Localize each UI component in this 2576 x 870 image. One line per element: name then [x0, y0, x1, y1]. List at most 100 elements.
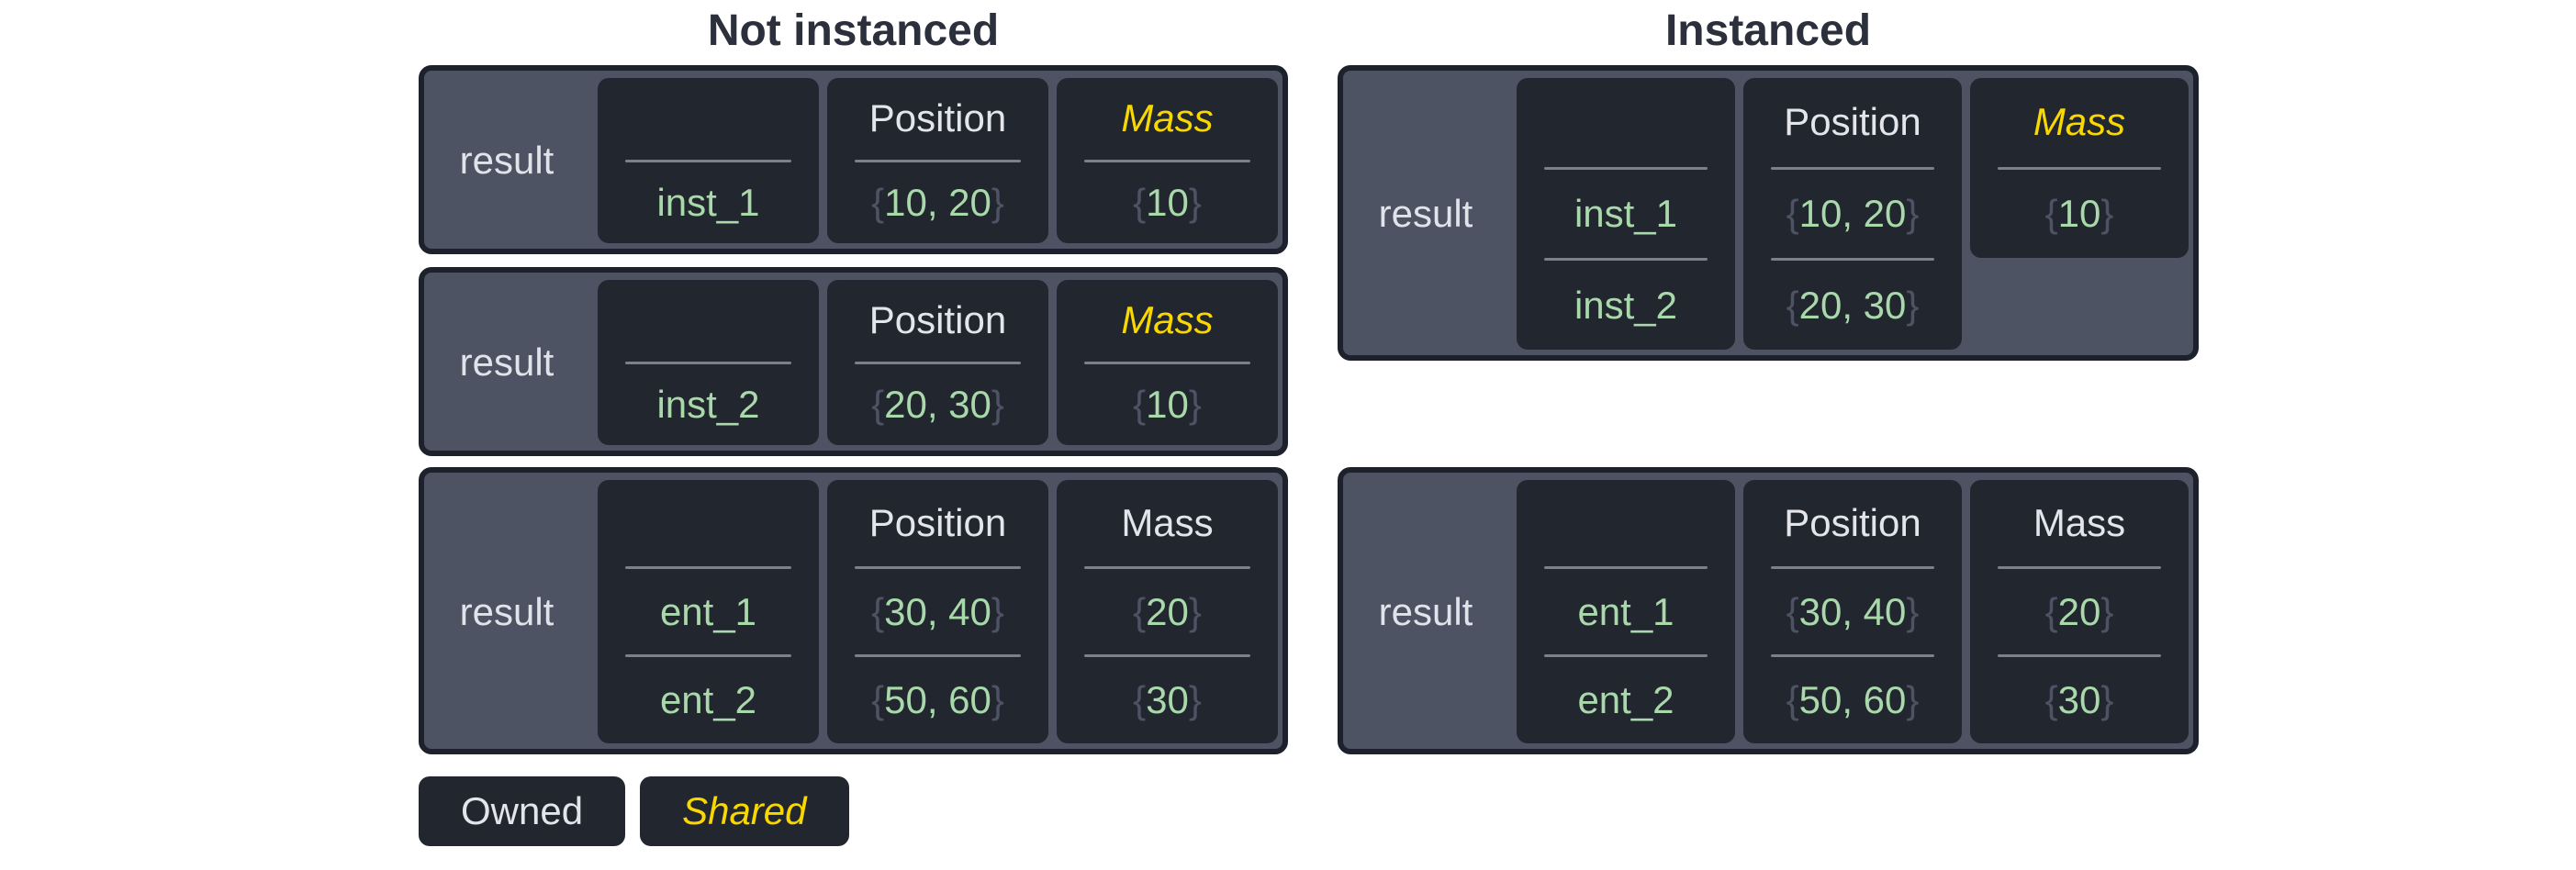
entity-name: ent_2 — [1577, 678, 1674, 722]
query-result-box-not-instanced-3: result ent_1 ent_2 Position {30, 40} {50… — [419, 467, 1288, 754]
mass-value-text: 10 — [1146, 180, 1189, 224]
column-divider — [625, 159, 791, 162]
close-brace: } — [991, 382, 1004, 426]
mass-header-owned: Mass — [1121, 500, 1214, 544]
column-divider — [855, 565, 1021, 569]
position-column: Position {10, 20} — [827, 78, 1048, 243]
close-brace: } — [2100, 191, 2114, 235]
close-brace: } — [991, 180, 1004, 224]
mass-header-shared: Mass — [2033, 100, 2126, 144]
mass-column: Mass {10} — [1057, 78, 1278, 243]
mass-value-text: 30 — [1146, 678, 1189, 722]
open-brace: { — [2044, 589, 2058, 633]
open-brace: { — [871, 589, 885, 633]
close-brace: } — [2100, 589, 2114, 633]
position-header: Position — [868, 500, 1007, 544]
column-title-instanced: Instanced — [1664, 6, 1872, 55]
position-value: {10, 20} — [1743, 170, 1962, 259]
position-column: Position {10, 20} {20, 30} — [1743, 78, 1962, 350]
mass-header-owned: Mass — [2033, 500, 2126, 544]
position-header: Position — [1784, 100, 1921, 144]
entity-column: inst_1 — [598, 78, 819, 243]
entity-name: inst_1 — [1574, 192, 1678, 235]
position-value-text: 50, 60 — [1798, 678, 1907, 722]
close-brace: } — [991, 678, 1004, 722]
mass-value-text: 20 — [2057, 589, 2101, 633]
column-divider — [1771, 565, 1934, 569]
column-divider — [1084, 654, 1250, 658]
column-divider — [1544, 258, 1708, 262]
entity-name: inst_2 — [1574, 283, 1678, 327]
position-value: {50, 60} — [827, 657, 1048, 743]
entity-name: inst_1 — [656, 180, 760, 224]
mass-value: {10} — [1970, 170, 2189, 259]
position-value-text: 10, 20 — [884, 180, 991, 224]
mass-value: {30} — [1970, 657, 2189, 743]
column-divider — [1998, 166, 2161, 170]
column-divider — [1998, 565, 2161, 569]
position-column: Position {20, 30} — [827, 280, 1048, 445]
open-brace: { — [1786, 678, 1799, 722]
position-header: Position — [868, 298, 1007, 342]
column-divider — [1544, 654, 1708, 658]
entity-name: ent_2 — [659, 678, 757, 722]
entity-header-empty — [598, 280, 819, 362]
column-divider — [1544, 166, 1708, 170]
mass-value: {30} — [1057, 657, 1278, 743]
mass-value: {10} — [1057, 162, 1278, 244]
mass-value-text: 20 — [1146, 589, 1189, 633]
mass-value: {10} — [1057, 364, 1278, 446]
entity-name: inst_2 — [656, 382, 760, 426]
close-brace: } — [2100, 678, 2114, 722]
column-divider — [1084, 159, 1250, 162]
result-label: result — [1378, 192, 1473, 235]
column-divider — [1771, 258, 1934, 262]
position-value: {10, 20} — [827, 162, 1048, 244]
position-column: Position {30, 40} {50, 60} — [827, 480, 1048, 743]
query-result-box-not-instanced-2: result inst_2 Position {20, 30} Mass {10… — [419, 267, 1288, 456]
entity-column: ent_1 ent_2 — [598, 480, 819, 743]
column-divider — [1998, 654, 2161, 658]
result-label: result — [1378, 589, 1473, 633]
mass-value-text: 30 — [2057, 678, 2101, 722]
column-divider — [1544, 565, 1708, 569]
open-brace: { — [871, 678, 885, 722]
close-brace: } — [991, 589, 1004, 633]
mass-column: Mass {20} {30} — [1970, 480, 2189, 743]
result-label: result — [459, 139, 554, 182]
position-value-text: 30, 40 — [1798, 589, 1907, 633]
column-divider — [625, 565, 791, 569]
open-brace: { — [871, 180, 885, 224]
column-divider — [855, 159, 1021, 162]
mass-column: Mass {10} — [1057, 280, 1278, 445]
mass-header-shared: Mass — [1121, 298, 1214, 342]
query-result-box-instanced-2: result ent_1 ent_2 Position {30, 40} {50… — [1338, 467, 2199, 754]
close-brace: } — [1906, 678, 1920, 722]
mass-column: Mass {20} {30} — [1057, 480, 1278, 743]
position-header: Position — [1784, 500, 1921, 544]
mass-header-shared: Mass — [1121, 96, 1214, 140]
entity-header-empty — [1517, 480, 1735, 566]
position-value: {20, 30} — [1743, 261, 1962, 350]
open-brace: { — [2044, 191, 2058, 235]
query-result-box-instanced-1: result inst_1 inst_2 Position {10, 20} {… — [1338, 65, 2199, 361]
open-brace: { — [1786, 283, 1799, 327]
mass-value-text: 10 — [2057, 191, 2101, 235]
column-divider — [1084, 361, 1250, 364]
entity-column: ent_1 ent_2 — [1517, 480, 1735, 743]
entity-column: inst_2 — [598, 280, 819, 445]
open-brace: { — [1133, 589, 1147, 633]
column-divider — [1771, 166, 1934, 170]
close-brace: } — [1906, 283, 1920, 327]
result-label: result — [459, 589, 554, 633]
position-value: {30, 40} — [1743, 569, 1962, 655]
position-value-text: 50, 60 — [884, 678, 991, 722]
position-value-text: 30, 40 — [884, 589, 991, 633]
position-header: Position — [868, 96, 1007, 140]
close-brace: } — [1188, 678, 1202, 722]
query-result-box-not-instanced-1: result inst_1 Position {10, 20} Mass {10… — [419, 65, 1288, 254]
position-value-text: 20, 30 — [884, 382, 991, 426]
open-brace: { — [2044, 678, 2058, 722]
entity-header-empty — [1517, 78, 1735, 167]
